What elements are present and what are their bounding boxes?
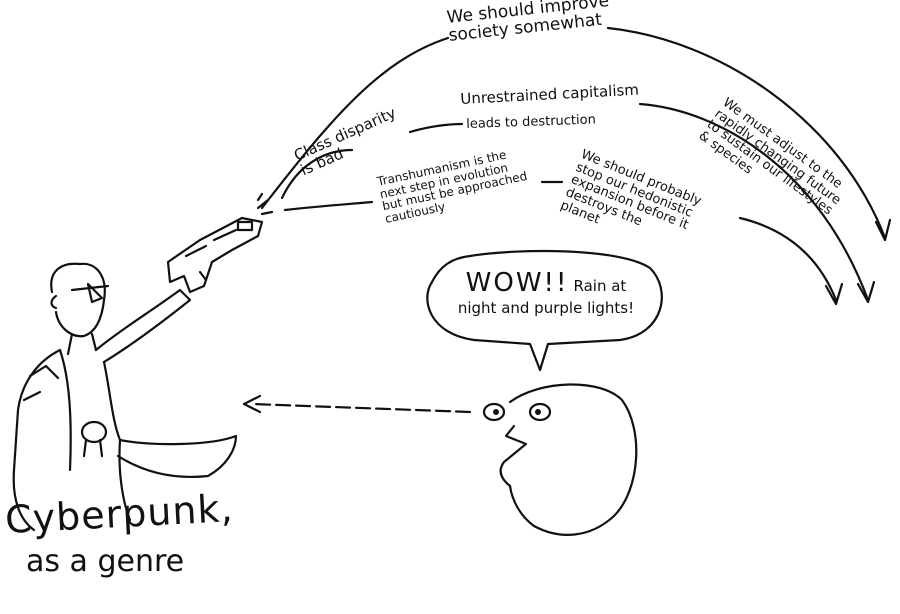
wow-text: WOW!!	[465, 268, 569, 298]
caption: Cyberpunk, as a genre	[4, 486, 235, 579]
speech-bubble	[426, 249, 663, 372]
goggles	[70, 282, 110, 304]
blob-mouth	[499, 424, 528, 488]
hand	[80, 420, 108, 444]
arc-cap-left	[408, 122, 464, 134]
arrowhead-1	[874, 218, 892, 242]
blob-eye-left	[482, 402, 506, 422]
coat	[12, 348, 62, 532]
arrowhead-3	[824, 282, 844, 306]
caption-subtitle: as a genre	[26, 544, 185, 579]
arc-hedon-right	[738, 216, 838, 302]
arc-cap-right	[638, 102, 870, 302]
muzzle-flash	[256, 192, 274, 216]
dashed-arrow	[250, 402, 472, 414]
gun	[166, 216, 264, 294]
blob-eye-right	[528, 402, 552, 422]
blob-creature	[508, 383, 638, 536]
arc-class	[280, 148, 354, 200]
rain-text: Rain at night and purple lights!	[457, 277, 635, 317]
speech-bubble-text: WOW!! Rain at night and purple lights!	[446, 268, 646, 319]
dashed-arrowhead	[242, 394, 262, 414]
raised-arm	[94, 288, 192, 364]
arc-trans-left	[283, 200, 374, 212]
arc-top-right	[606, 26, 887, 240]
arc-top	[260, 36, 450, 210]
arrowhead-2	[856, 280, 876, 304]
